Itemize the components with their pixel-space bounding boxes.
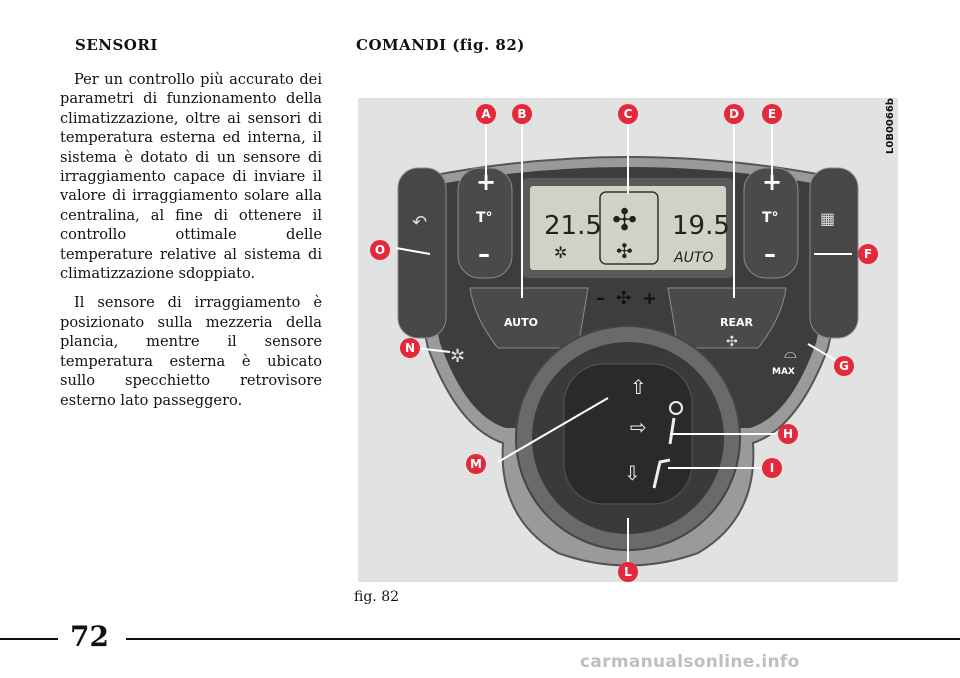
climate-control-figure: 21.5 19.5 AUTO ✲ ✣ ✣ + T° – + T° – ↶ ▦ A…: [370, 104, 878, 582]
callout-e-label: E: [768, 107, 776, 121]
lcd-temp-right: 19.5: [672, 211, 730, 241]
rear-button: [667, 287, 787, 349]
callout-markers: A B C D E F G H I L M N O: [370, 104, 878, 582]
callout-m: [466, 454, 486, 474]
lcd-display: [530, 186, 726, 270]
figure-reference-code: L0B0066b: [885, 98, 896, 154]
callout-h-label: H: [783, 427, 793, 441]
person-face-icon: [668, 417, 676, 445]
feet-arrow-icon[interactable]: ⇩: [624, 461, 641, 485]
callout-i: [762, 458, 782, 478]
callout-c-label: C: [624, 107, 633, 121]
paragraph-2: Il sensore di irraggiamento è posizionat…: [60, 294, 322, 409]
fan-plus-button[interactable]: +: [642, 288, 657, 309]
left-minus-button[interactable]: –: [478, 240, 490, 268]
lcd-temp-left: 21.5: [544, 211, 602, 241]
face-arrow-icon[interactable]: ⇨: [630, 415, 647, 439]
page-number: 72: [70, 620, 109, 653]
defrost-arrow-icon[interactable]: ⇧: [630, 375, 647, 399]
callout-b-label: B: [517, 107, 526, 121]
figure-caption: fig. 82: [354, 589, 400, 605]
callout-a: [476, 104, 496, 124]
left-temp-label: T°: [476, 210, 493, 226]
callout-o: [370, 240, 390, 260]
auto-button-label[interactable]: AUTO: [504, 316, 538, 329]
max-label: MAX: [772, 367, 795, 377]
callout-d-label: D: [729, 107, 739, 121]
right-minus-button[interactable]: –: [764, 240, 776, 268]
callout-leaders: [395, 120, 852, 568]
max-defrost-icon[interactable]: ⌓: [784, 343, 797, 362]
person-feet-icon: [652, 458, 671, 489]
rear-defrost-icon[interactable]: ▦: [820, 209, 835, 228]
callout-g: [834, 356, 854, 376]
lcd-fan-small-icon: ✣: [616, 239, 633, 263]
footer-watermark-url: carmanualsonline.info: [580, 652, 800, 672]
section-heading-sensori: SENSORI: [75, 36, 158, 54]
callout-i-label: I: [770, 461, 774, 475]
fan-speed-icon: ✣: [616, 288, 631, 309]
ac-compressor-icon[interactable]: ✲: [450, 346, 465, 367]
right-plus-button[interactable]: +: [762, 168, 782, 196]
callout-f: [858, 244, 878, 264]
right-temp-label: T°: [762, 210, 779, 226]
auto-button: [469, 287, 589, 349]
footer-rule-left: [0, 638, 58, 640]
recirculation-icon[interactable]: ↶: [412, 212, 427, 233]
section-heading-comandi: COMANDI (fig. 82): [356, 36, 525, 54]
callout-m-label: M: [470, 457, 482, 471]
callout-l: [618, 562, 638, 582]
lcd-fan-icon: ✣: [612, 203, 637, 238]
callout-d: [724, 104, 744, 124]
callout-e: [762, 104, 782, 124]
lcd-ac-icon: ✲: [554, 243, 567, 262]
callout-h: [778, 424, 798, 444]
callout-n-label: N: [405, 341, 415, 355]
paragraph-1: Per un controllo più accurato dei parame…: [60, 71, 322, 283]
lcd-mode: AUTO: [673, 250, 713, 266]
footer-rule-right: [126, 638, 960, 640]
callout-f-label: F: [864, 247, 872, 261]
callout-o-label: O: [375, 243, 385, 257]
callout-g-label: G: [839, 359, 849, 373]
callout-n: [400, 338, 420, 358]
left-plus-button[interactable]: +: [476, 168, 496, 196]
callout-a-label: A: [481, 107, 491, 121]
body-text: Per un controllo più accurato dei parame…: [60, 70, 322, 420]
person-head-icon: [669, 401, 683, 415]
callout-l-label: L: [624, 565, 632, 579]
callout-b: [512, 104, 532, 124]
panel-body: [413, 167, 843, 428]
rear-fan-icon: ✣: [726, 334, 738, 350]
fan-minus-button[interactable]: –: [596, 288, 605, 309]
rear-button-label[interactable]: REAR: [720, 316, 753, 329]
callout-c: [618, 104, 638, 124]
